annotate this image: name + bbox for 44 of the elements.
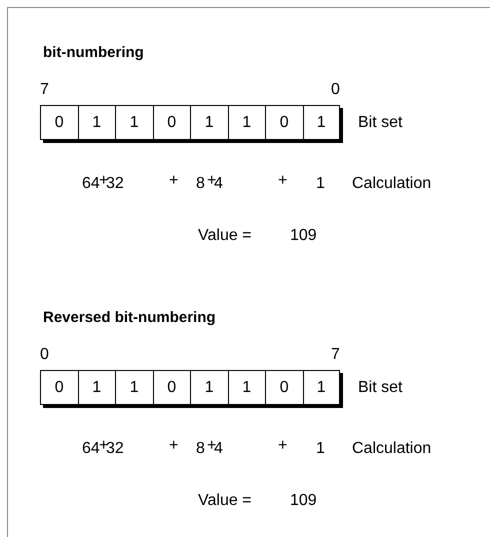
bit-cell: 1: [115, 105, 154, 140]
term: 1: [316, 176, 325, 192]
bit-cell: 1: [190, 370, 228, 405]
equation-label: Value =: [198, 493, 252, 509]
equation-label: Value =: [198, 228, 252, 244]
bit-cell: 1: [228, 370, 266, 405]
term: 1: [316, 441, 325, 457]
plus-sign: +: [278, 438, 288, 454]
bit-cell: 1: [78, 370, 116, 405]
bit-number: 7: [331, 347, 340, 363]
row-label: Calculation: [352, 176, 432, 192]
plus-sign: +: [169, 438, 178, 454]
bit-number: 7: [40, 82, 49, 98]
section-heading: bit-numbering: [43, 45, 144, 60]
term: 64: [82, 176, 100, 192]
bit-number: 0: [40, 347, 49, 363]
row-label: Bit set: [358, 115, 402, 131]
bit-cell: 0: [265, 370, 304, 405]
bit-cell: 0: [40, 105, 78, 140]
bit-cell: 1: [115, 370, 154, 405]
bit-cell: 1: [302, 105, 340, 140]
term: 64: [82, 441, 100, 457]
bit-cell: 0: [152, 370, 191, 405]
bit-cell: 1: [302, 370, 340, 405]
bit-cell: 1: [228, 105, 266, 140]
term: 4: [214, 441, 223, 457]
row-label: Bit set: [358, 380, 402, 396]
term: 32: [106, 176, 124, 192]
bit-cell: 1: [190, 105, 228, 140]
result-value: 109: [290, 228, 317, 244]
plus-sign: +: [169, 173, 178, 189]
result-value: 109: [290, 493, 317, 509]
bit-cell: 0: [265, 105, 304, 140]
term: 8: [196, 176, 205, 192]
bit-cell: 0: [152, 105, 191, 140]
bit-number: 0: [331, 82, 340, 98]
term: 4: [214, 176, 223, 192]
bit-cell: 0: [40, 370, 78, 405]
term: 8: [196, 441, 205, 457]
row-label: Calculation: [352, 441, 432, 457]
bit-cell: 1: [78, 105, 116, 140]
section-heading: Reversed bit-numbering: [43, 310, 216, 325]
term: 32: [106, 441, 124, 457]
plus-sign: +: [278, 173, 288, 189]
